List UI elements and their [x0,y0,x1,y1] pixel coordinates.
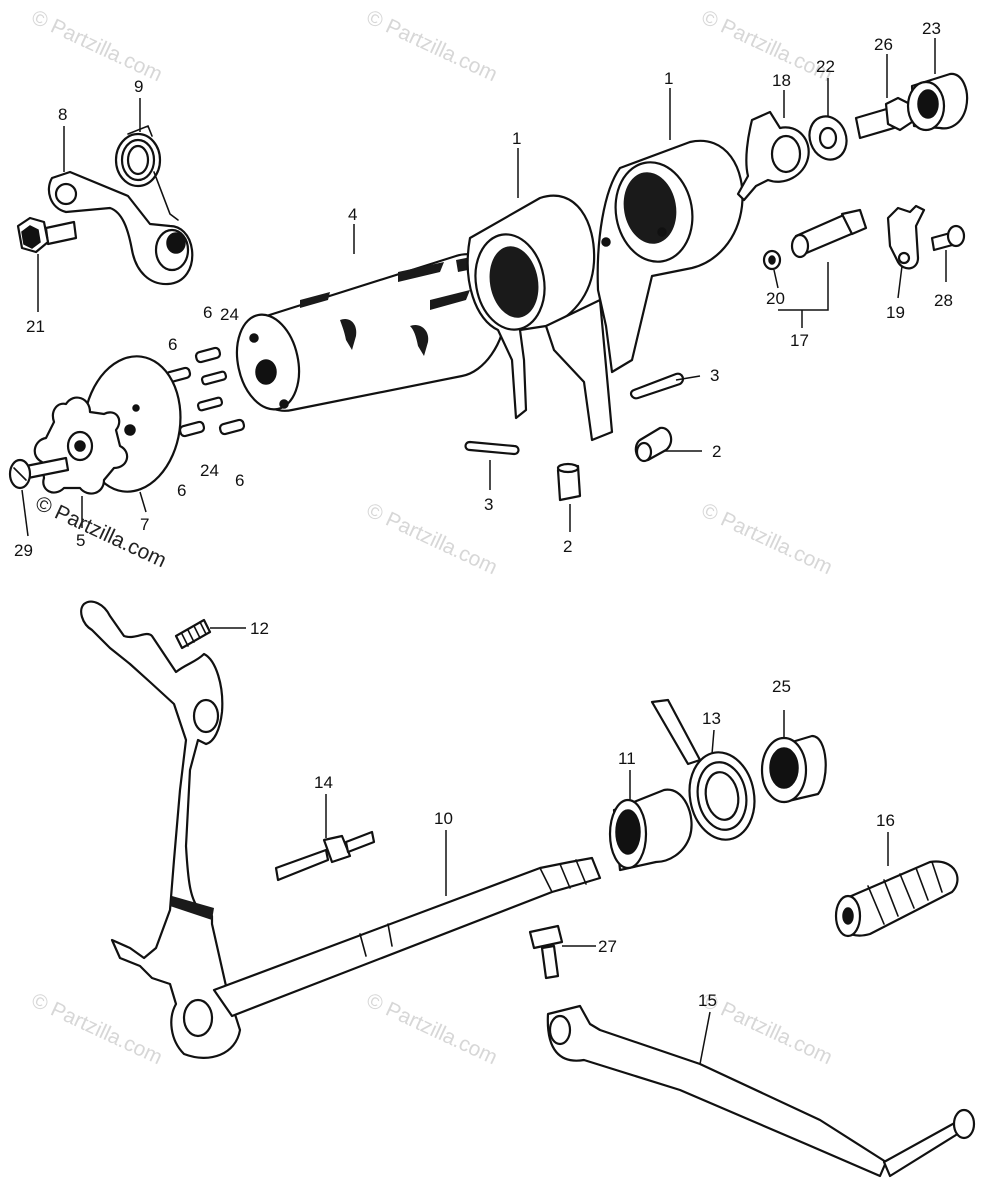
watermark-text: © Partzilla.com [28,989,166,1070]
callout-1: 1 [664,69,673,88]
callout-2: 2 [712,442,721,461]
callout-20: 20 [766,289,785,308]
watermark-text: © Partzilla.com [698,499,836,580]
leader-lines [21,38,947,1065]
stopper-arm-drawing [47,170,194,286]
stopper-spring-drawing [114,124,179,221]
oil-seal-drawing [760,734,827,804]
stud-bolt-drawing [274,830,376,882]
clip-pin-upper-drawing [629,372,685,400]
watermark-text: © Partzilla.com [363,6,501,87]
pedal-rubber-drawing [834,860,959,938]
screw-29-drawing [8,456,70,490]
callout-14: 14 [314,773,333,792]
callout-5: 5 [76,531,85,550]
callout-10: 10 [434,809,453,828]
callout-6: 6 [177,481,186,500]
guide-pin-drawing [762,208,868,271]
callout-23: 23 [922,19,941,38]
watermark-text: © Partzilla.com [363,989,501,1070]
callout-8: 8 [58,105,67,124]
callout-11: 11 [618,749,636,768]
callout-18: 18 [772,71,791,90]
bolt-26-drawing [854,96,914,140]
shift-fork-rear-drawing [596,139,744,374]
callout-25: 25 [772,677,791,696]
return-spring-drawing [174,618,212,650]
shift-drum-drawing [235,253,508,412]
watermark-text: © Partzilla.com [363,499,501,580]
callout-4: 4 [348,205,357,224]
callout-1: 1 [512,129,521,148]
callout-6: 6 [203,303,212,322]
callout-3: 3 [710,366,719,385]
callout-15: 15 [698,991,717,1010]
callout-7: 7 [140,515,149,534]
watermark-text: © Partzilla.com [698,989,836,1070]
clip-pin-lower-drawing [464,440,520,456]
shift-spindle-drawing [80,600,602,1059]
callout-6: 6 [168,335,177,354]
drum-pins-drawing [164,346,246,438]
gearshift-pedal-drawing [546,1004,976,1178]
callout-24: 24 [200,461,219,480]
roller-upper-drawing [634,426,673,463]
callout-24: 24 [220,305,239,324]
callout-22: 22 [816,57,835,76]
bolt-27-drawing [528,924,564,980]
callout-2: 2 [563,537,572,556]
collar-drawing [608,788,693,872]
callout-27: 27 [598,937,617,956]
callout-3: 3 [484,495,493,514]
shift-fork-front-drawing [466,194,614,442]
callout-9: 9 [134,77,143,96]
torsion-spring-drawing [650,698,756,841]
callout-29: 29 [14,541,33,560]
watermark-text: © Partzilla.com [28,6,166,87]
flange-bolt-drawing [16,216,78,254]
callout-16: 16 [876,811,895,830]
washer-drawing [808,115,848,161]
screw-28-drawing [930,224,966,252]
callout-28: 28 [934,291,953,310]
callout-13: 13 [702,709,721,728]
callout-26: 26 [874,35,893,54]
callout-labels: 1 1 2 2 3 3 4 5 6 6 6 6 7 8 9 10 11 12 1… [14,19,953,1010]
callout-17: 17 [790,331,809,350]
callout-6: 6 [235,471,244,490]
bracket-drawing [886,204,926,270]
callout-21: 21 [26,317,45,336]
cap-nut-drawing [906,72,969,132]
callout-19: 19 [886,303,905,322]
drum-plate-drawing [736,110,810,202]
callout-12: 12 [250,619,269,638]
roller-lower-drawing [556,462,582,502]
